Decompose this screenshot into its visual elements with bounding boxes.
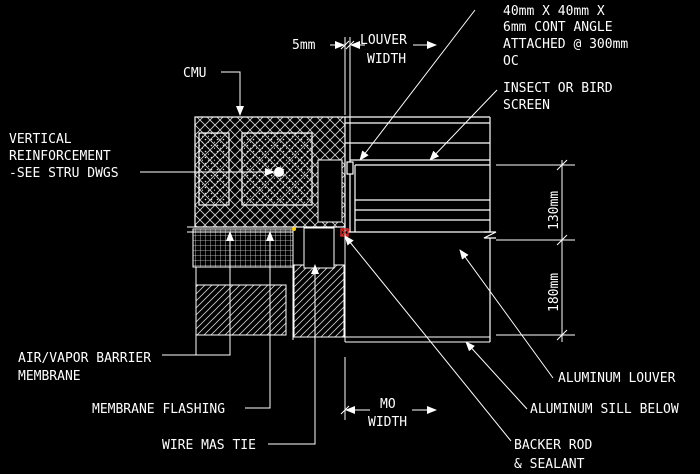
dim-5mm-label: 5mm — [292, 38, 316, 53]
angle-label-3: ATTACHED @ 300mm — [503, 37, 628, 52]
aluminum-sill-label: ALUMINUM SILL BELOW — [530, 402, 679, 417]
air-barrier-label-2: MEMBRANE — [18, 369, 81, 384]
vert-reinf-label-2: REINFORCEMENT — [9, 149, 111, 164]
backer-rod-label-1: BACKER ROD — [514, 438, 592, 453]
dim-180-label: 180mm — [547, 273, 562, 312]
membrane-flashing-label: MEMBRANE FLASHING — [92, 402, 225, 417]
backer-rod-label-2: & SEALANT — [514, 457, 585, 472]
louver-width-label-2: WIDTH — [367, 52, 406, 67]
grout-cell-left — [198, 132, 230, 206]
exterior-veneer — [195, 227, 345, 338]
vert-reinf-label-1: VERTICAL — [9, 132, 72, 147]
wire-tie-label: WIRE MAS TIE — [162, 438, 256, 453]
air-barrier-grid — [192, 228, 294, 268]
dimension-mo-width — [340, 357, 437, 420]
mo-label-1: MO — [380, 397, 396, 412]
cmu-label: CMU — [183, 66, 206, 81]
mo-label-2: WIDTH — [368, 415, 407, 430]
angle-label-4: OC — [503, 54, 519, 69]
cmu-block — [194, 116, 346, 228]
dim-130-label: 130mm — [547, 191, 562, 230]
insect-label-2: SCREEN — [503, 98, 550, 113]
dimension-vertical — [496, 159, 575, 342]
angle-label-1: 40mm X 40mm X — [503, 4, 605, 19]
aluminum-louver-label: ALUMINUM LOUVER — [558, 371, 676, 386]
air-barrier-label-1: AIR/VAPOR BARRIER — [18, 351, 151, 366]
insect-label-1: INSECT OR BIRD — [503, 81, 613, 96]
flashing-mark — [292, 227, 296, 231]
vert-reinf-label-3: -SEE STRU DWGS — [9, 166, 119, 181]
louver-width-label-1: LOUVER — [360, 33, 407, 48]
angle-label-2: 6mm CONT ANGLE — [503, 20, 613, 35]
leader-lines — [140, 9, 554, 445]
backer-rod-icon — [341, 229, 348, 236]
dimension-5mm — [330, 37, 437, 145]
rebar-icon — [274, 167, 284, 177]
